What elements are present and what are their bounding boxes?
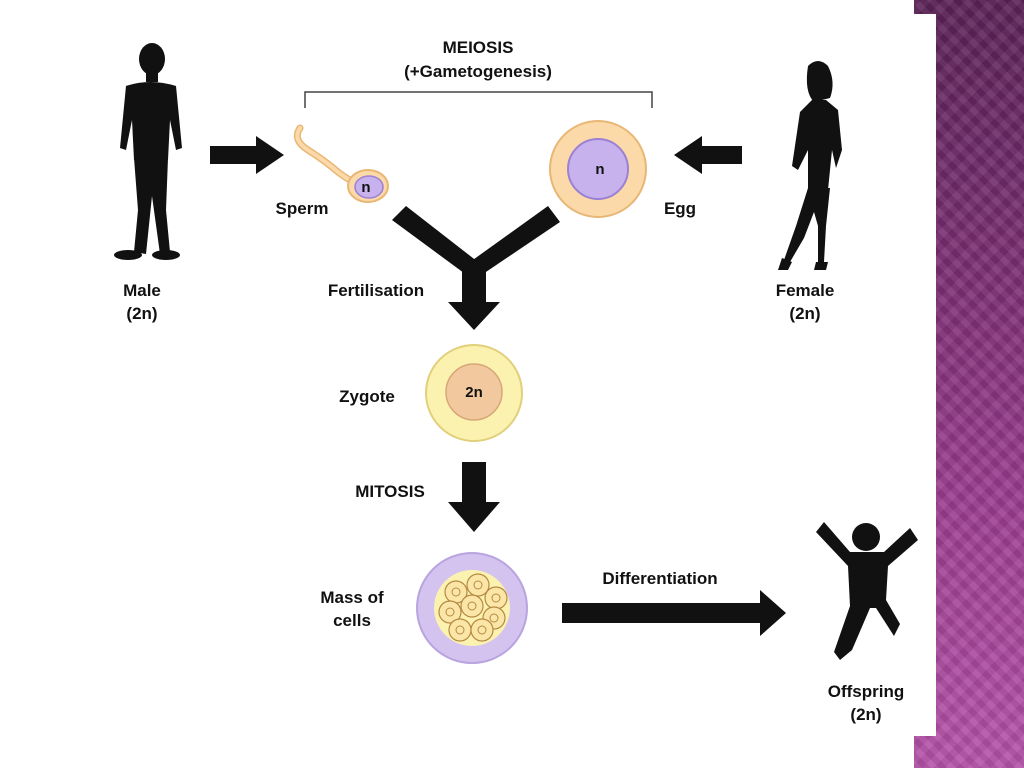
sperm-cell: n (293, 124, 389, 203)
egg-nucleus-label: n (595, 161, 604, 178)
male-label: Male (123, 281, 161, 300)
mitosis-label: MITOSIS (355, 482, 425, 501)
female-to-egg-arrow (674, 136, 742, 174)
offspring-label: Offspring (827, 682, 905, 701)
meiosis-bracket (304, 91, 653, 108)
sperm-nucleus-label: n (361, 179, 370, 196)
fertilisation-label: Fertilisation (327, 281, 425, 300)
male-to-sperm-arrow (210, 136, 284, 174)
sperm-label: Sperm (275, 199, 329, 218)
zygote-label: Zygote (339, 387, 395, 406)
male-ploidy: (2n) (126, 304, 158, 323)
offspring-silhouette-icon (816, 522, 918, 660)
fertilisation-arrow (392, 206, 560, 330)
female-label: Female (775, 281, 835, 300)
mass-of-cells (416, 552, 528, 664)
mass-label-line2: cells (333, 611, 371, 630)
differentiation-arrow (562, 590, 786, 636)
offspring-ploidy: (2n) (850, 705, 882, 724)
male-silhouette-icon (114, 43, 182, 260)
differentiation-label: Differentiation (602, 569, 718, 588)
zygote-cell: 2n (425, 344, 523, 442)
meiosis-title: MEIOSIS (442, 38, 514, 57)
egg-label: Egg (663, 199, 697, 218)
female-silhouette-icon (778, 61, 842, 270)
meiosis-subtitle: (+Gametogenesis) (404, 62, 552, 81)
mitosis-arrow (448, 462, 500, 532)
egg-cell: n (549, 120, 647, 218)
zygote-nucleus-label: 2n (465, 384, 483, 401)
female-ploidy: (2n) (789, 304, 821, 323)
mass-label-line1: Mass of (320, 588, 384, 607)
